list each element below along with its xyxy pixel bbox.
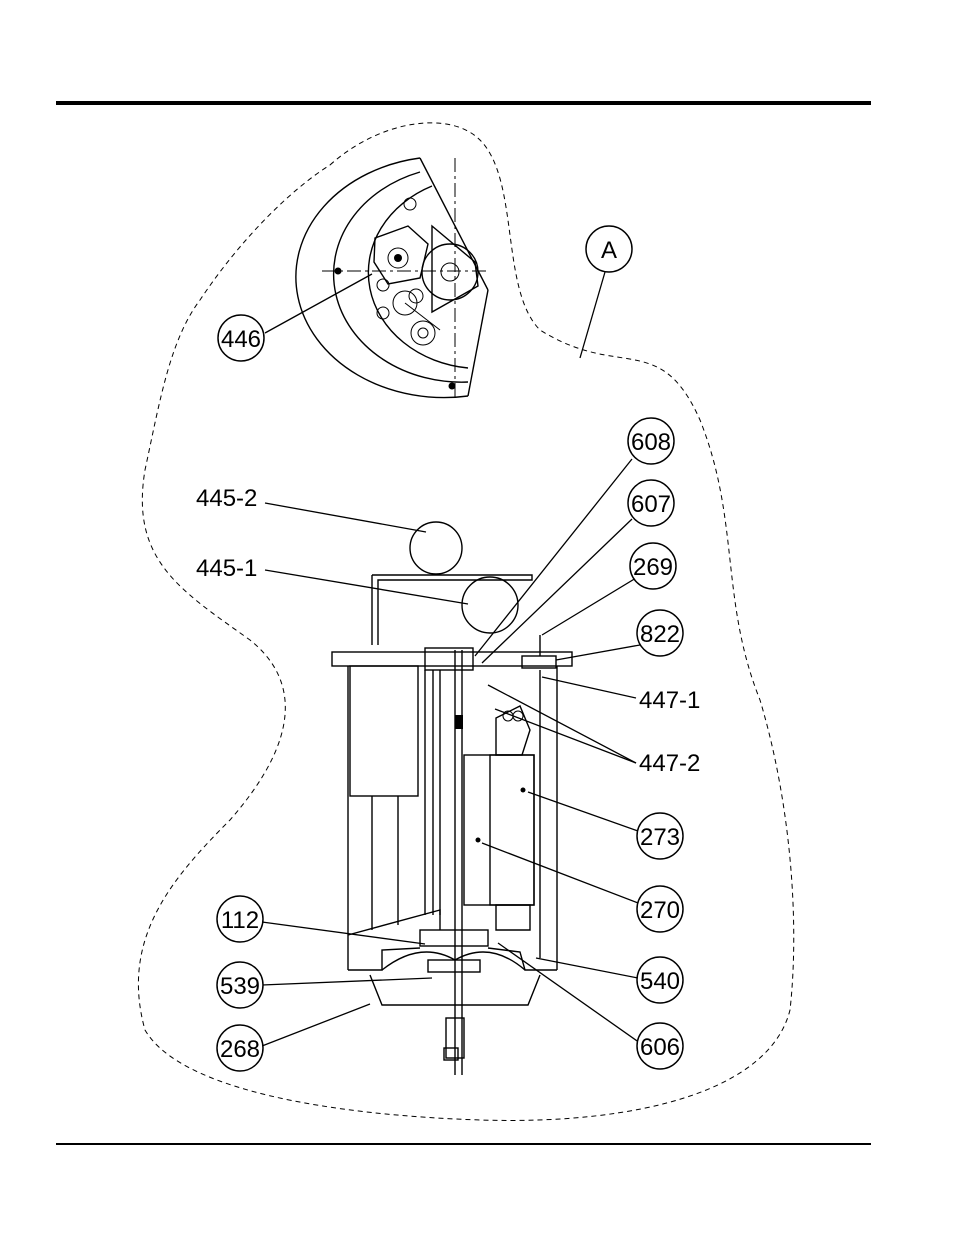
callout-606-text: 606 (640, 1034, 680, 1061)
callout-608: 608 (628, 418, 674, 464)
callout-268: 268 (217, 1025, 263, 1071)
callout-446: 446 (218, 315, 264, 361)
callout-112: 112 (217, 896, 263, 942)
callout-273: 273 (637, 813, 683, 859)
callout-606: 606 (637, 1023, 683, 1069)
callout-607: 607 (628, 480, 674, 526)
callout-446-text: 446 (221, 326, 261, 353)
callout-270: 270 (637, 886, 683, 932)
detail-a-label: A (601, 237, 617, 264)
callout-539: 539 (217, 962, 263, 1008)
callout-112-text: 112 (221, 907, 259, 934)
label-445-1: 445-1 (196, 555, 257, 582)
callout-269: 269 (630, 543, 676, 589)
callout-607-text: 607 (631, 491, 671, 518)
callout-273-text: 273 (640, 824, 680, 851)
callout-269-text: 269 (633, 554, 673, 581)
callout-540: 540 (637, 957, 683, 1003)
motor-section-view (332, 522, 572, 1075)
label-447-1: 447-1 (639, 687, 700, 714)
label-447-2: 447-2 (639, 750, 700, 777)
callout-822: 822 (637, 610, 683, 656)
callout-539-text: 539 (220, 973, 260, 1000)
callout-268-text: 268 (220, 1036, 260, 1063)
motor-top-view (296, 158, 490, 400)
callout-270-text: 270 (640, 897, 680, 924)
callout-540-text: 540 (640, 968, 680, 995)
callout-608-text: 608 (631, 429, 671, 456)
label-445-2: 445-2 (196, 485, 257, 512)
callout-822-text: 822 (640, 621, 680, 648)
